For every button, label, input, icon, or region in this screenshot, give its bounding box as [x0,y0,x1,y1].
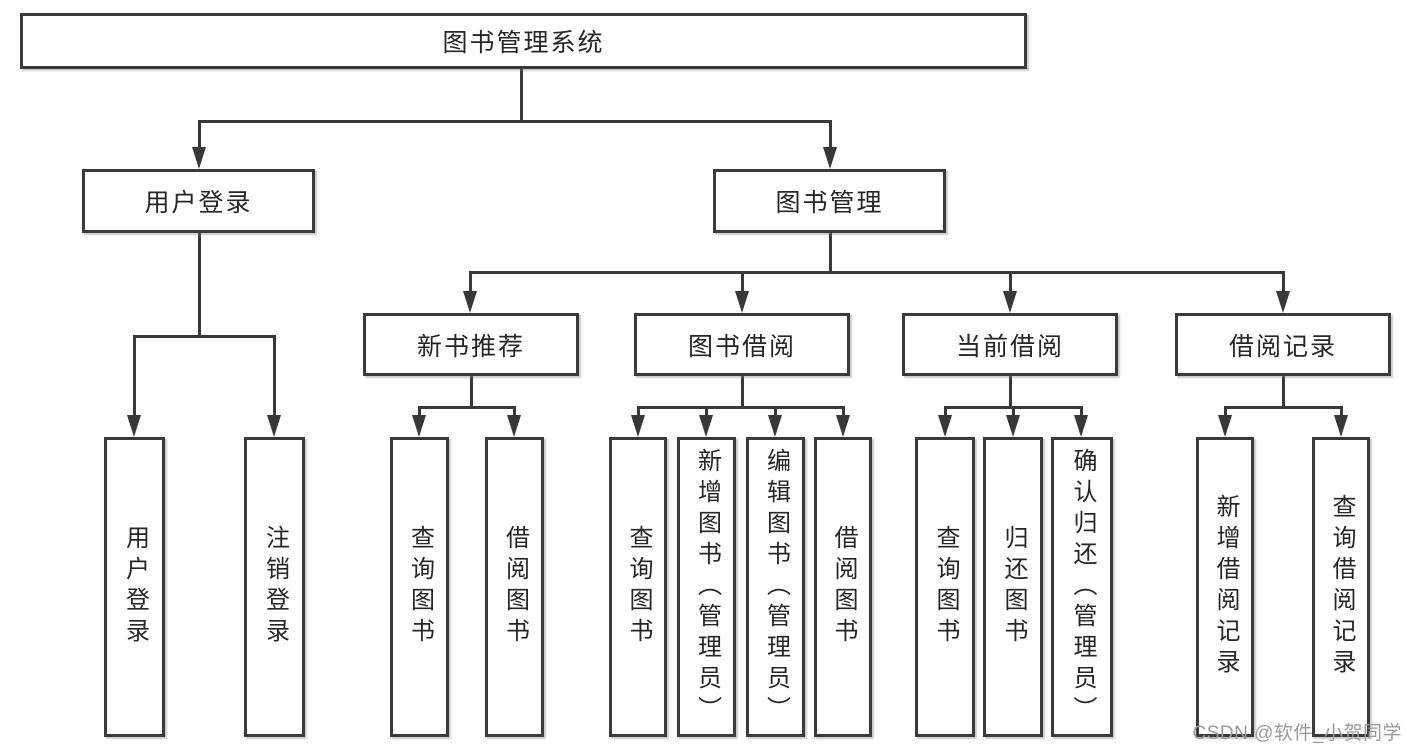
node-leaf-query-borrow-record: 查询借阅记录 [1312,437,1370,737]
connector-line-horizontal [133,334,276,338]
connector-line-vertical [828,121,832,150]
connector-line-vertical [1339,407,1343,419]
node-leaf-query-books-3: 查询图书 [915,437,975,737]
arrowhead-icon [768,415,782,437]
leaf-label: 用户登录 [121,525,149,649]
leaf-label: 查询借阅记录 [1328,494,1355,680]
node-leaf-add-borrow-record: 新增借阅记录 [1196,437,1254,737]
arrowhead-icon [1218,415,1232,437]
node-current-borrowing: 当前借阅 [902,313,1118,376]
node-leaf-logout: 注销登录 [244,437,305,737]
arrowhead-icon [836,415,850,437]
connector-line-vertical [197,233,201,338]
arrowhead-icon [1334,415,1348,437]
connector-line-vertical [469,376,473,409]
node-user-login: 用户登录 [82,169,315,233]
leaf-label: 借阅图书 [830,525,857,649]
connector-line-vertical [943,407,947,419]
leaf-label: 编辑图书（管理员） [762,447,790,727]
node-leaf-return-books: 归还图书 [983,437,1043,737]
connector-line-vertical [740,376,744,409]
node-leaf-confirm-return-admin: 确认归还（管理员） [1051,437,1113,737]
connector-line-vertical [773,407,777,419]
leaf-label: 新增借阅记录 [1212,494,1239,680]
connector-line-vertical [740,272,744,295]
connector-line-horizontal [418,405,516,409]
arrowhead-icon [1006,415,1020,437]
arrowhead-icon [127,415,141,437]
connector-line-vertical [1223,407,1227,419]
arrowhead-icon [463,291,477,313]
connector-line-vertical [272,336,276,419]
connector-line-vertical [519,69,523,122]
leaf-label: 注销登录 [261,525,289,649]
leaf-label: 归还图书 [1000,525,1027,649]
connector-line-horizontal [198,119,832,123]
node-borrowing-records: 借阅记录 [1175,313,1391,376]
connector-line-vertical [512,407,516,419]
node-leaf-query-books-2: 查询图书 [609,437,667,737]
arrowhead-icon [1074,415,1088,437]
leaf-label: 查询图书 [406,525,434,649]
leaf-label: 新增图书（管理员） [693,447,721,727]
arrowhead-icon [823,147,837,169]
leaf-label: 查询图书 [932,525,959,649]
node-leaf-borrow-books-2: 借阅图书 [814,437,872,737]
connector-line-horizontal [1224,405,1343,409]
arrowhead-icon [699,415,713,437]
arrowhead-icon [938,415,952,437]
arrowhead-icon [735,291,749,313]
node-library-management-system: 图书管理系统 [20,13,1027,69]
node-book-management: 图书管理 [713,169,946,233]
arrowhead-icon [631,415,645,437]
connector-line-horizontal [469,270,1285,274]
connector-line-vertical [1008,376,1012,409]
connector-line-vertical [468,272,472,295]
node-book-borrowing: 图书借阅 [634,313,850,376]
connector-line-vertical [1008,272,1012,295]
node-leaf-edit-books-admin: 编辑图书（管理员） [746,437,805,737]
leaf-label: 查询图书 [625,525,652,649]
connector-line-vertical [704,407,708,419]
connector-line-horizontal [637,405,845,409]
node-leaf-borrow-books-1: 借阅图书 [485,437,544,737]
connector-line-vertical [132,336,136,419]
leaf-label: 确认归还（管理员） [1069,447,1096,727]
leaf-label: 借阅图书 [501,525,529,649]
connector-line-vertical [417,407,421,419]
arrowhead-icon [1276,291,1290,313]
arrowhead-icon [192,147,206,169]
connector-line-vertical [1079,407,1083,419]
arrowhead-icon [267,415,281,437]
connector-line-vertical [841,407,845,419]
connector-line-vertical [1281,376,1285,409]
connector-line-vertical [636,407,640,419]
connector-line-vertical [1011,407,1015,419]
arrowhead-icon [507,415,521,437]
watermark: CSDN @软件_小贺同学 [1192,723,1402,744]
connector-line-vertical [1281,272,1285,295]
connector-line-vertical [197,121,201,150]
connector-line-horizontal [944,405,1083,409]
arrowhead-icon [1003,291,1017,313]
node-leaf-query-books-1: 查询图书 [390,437,449,737]
node-new-book-recommendation: 新书推荐 [363,313,579,376]
node-leaf-add-books-admin: 新增图书（管理员） [677,437,736,737]
node-leaf-user-login: 用户登录 [104,437,165,737]
arrowhead-icon [412,415,426,437]
connector-line-vertical [828,233,832,274]
